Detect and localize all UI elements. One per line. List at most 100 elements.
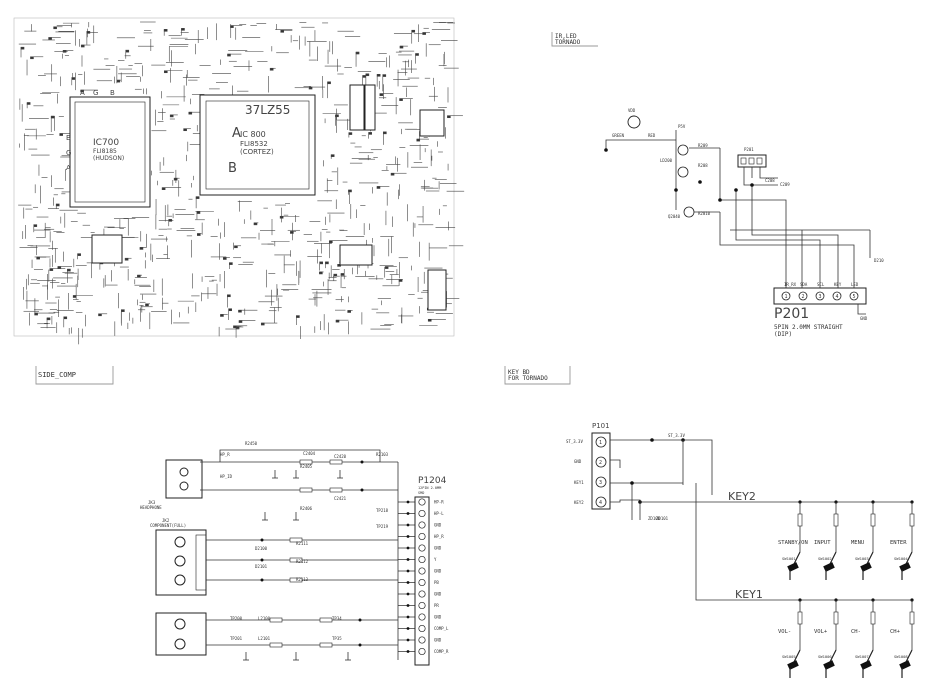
ir-led-title-2: TORNADO	[555, 39, 581, 46]
p201-pin	[832, 291, 842, 301]
key-sig-key2: KEY2	[574, 500, 584, 505]
ic800-label-b: B	[228, 161, 237, 176]
ic700-pin-b2: B	[66, 134, 71, 142]
p1204-pin	[418, 613, 426, 621]
sc-r2111-label: R2111	[296, 541, 309, 546]
p1204-pin-label: Y	[434, 557, 437, 562]
sc-tp34-label: TP34	[332, 616, 342, 621]
tact-switch-icon	[823, 649, 837, 678]
key-switch-ref: SW1007	[855, 654, 869, 659]
jk2-component-label: COMPONENT(FULL)	[150, 523, 186, 528]
p201-pin	[815, 291, 825, 301]
p1204-pin-label: PR	[434, 603, 439, 608]
ir-led-schematic: IR,LED TORNADO VDD GREEN RED P5V R209 LD…	[551, 32, 884, 338]
p1204-pin	[418, 509, 426, 518]
ic800-line-1: IC 800	[240, 130, 266, 139]
sc-l2100-label: L2100	[258, 616, 271, 621]
ir-vdd-label: VDD	[628, 108, 636, 113]
ir-connector-note-1: 5PIN 2.0MM STRAIGHT	[774, 324, 843, 331]
key-switch-ref: SW1006	[818, 654, 832, 659]
sc-tp35-label: TP35	[332, 636, 342, 641]
ir-led-title-1: IR,LED	[555, 33, 577, 40]
sc-d2100-label: D2100	[255, 546, 268, 551]
tact-switch-icon	[787, 551, 801, 580]
ir-c208-label: C208	[765, 178, 775, 183]
p201-pin-number: 2	[802, 294, 805, 300]
tact-switch-icon	[899, 551, 913, 580]
ir-d210-label: D210	[874, 258, 884, 263]
p1204-pin	[418, 636, 426, 644]
ir-connector-note-2: (DIP)	[774, 331, 792, 338]
p1204-pin-label: GND	[434, 638, 442, 643]
ir-p201-small-label: P201	[744, 147, 754, 152]
sc-r2405-label: R2405	[300, 464, 313, 469]
p201-pin	[849, 291, 859, 301]
key-bd-title-2: FOR TORNADO	[508, 375, 548, 382]
key-connector-p101: P101	[592, 422, 610, 430]
p1204-pin-label: GND	[434, 615, 442, 620]
key-zd101-label: ZD101	[656, 516, 669, 521]
ir-c209-label: C209	[780, 182, 790, 187]
ir-ld200-label: LD200	[660, 158, 673, 163]
p1204-pin-label: COMP_R	[434, 649, 449, 654]
ir-sig-sda: SDA	[800, 282, 808, 287]
sc-hpid-label: HP_ID	[220, 474, 233, 479]
p201-pin-number: 1	[785, 294, 788, 300]
sc-connector-note-2: SMD	[418, 491, 424, 495]
ic700-line-2: FLI8185	[93, 148, 117, 155]
ir-r208-label: R208	[698, 163, 708, 168]
key-sig-key1: KEY1	[574, 480, 584, 485]
p1204-pin	[418, 624, 426, 633]
key-switch-ref: SW1004	[894, 556, 908, 561]
tact-switch-icon	[823, 551, 837, 580]
key-button-label: MENU	[851, 540, 864, 546]
sc-r2112-label: R2112	[296, 559, 309, 564]
p101-pin-number: 2	[599, 460, 602, 466]
key-bd-title-1: KEY BD	[508, 369, 530, 376]
key-button-label: VOL-	[778, 629, 791, 635]
sc-r2103-label: R2103	[376, 452, 389, 457]
key-button-label: STANBY/ON	[778, 540, 808, 546]
ir-sig-irrx: IR_RX	[784, 282, 797, 287]
key-rail-label: ST_3.3V	[668, 433, 685, 438]
p101-pin-number: 4	[599, 500, 602, 506]
main-board-schematic: 37LZ55 A IC 800 FLI8532 (CORTEZ) B IC700…	[13, 17, 465, 345]
ic700-pin-a2: A	[66, 164, 71, 172]
sc-tp219-label: TP219	[376, 524, 389, 529]
p1204-pin	[418, 532, 426, 541]
ir-sig-led: LED	[851, 282, 859, 287]
sc-tp218-label: TP218	[376, 508, 389, 513]
p1204-pin	[418, 521, 426, 529]
sc-tp201-label: TP201	[230, 636, 243, 641]
ic700-pin-g2: G	[66, 149, 71, 157]
ic800-line-3: (CORTEZ)	[240, 148, 274, 156]
ic700-pin-a: A	[80, 89, 85, 97]
p1204-pin	[418, 601, 426, 610]
tact-switch-icon	[860, 551, 874, 580]
key-bus-key1: KEY1	[735, 588, 763, 601]
ir-connector-p201: P201	[774, 306, 809, 322]
tact-switch-icon	[787, 649, 801, 678]
key-zd100-label: ZD100	[648, 516, 661, 521]
p1204-pin-label: PB	[434, 580, 439, 585]
sc-r2450-label: R2450	[245, 441, 258, 446]
p1204-pin-label: HP_R	[434, 534, 444, 539]
p101-pin	[595, 436, 607, 448]
sc-c2421-label: C2421	[334, 496, 347, 501]
ir-gnd-label: GND	[860, 316, 868, 321]
ir-red-label: RED	[648, 133, 656, 138]
sc-d2101-label: D2101	[255, 564, 268, 569]
p101-pin	[595, 496, 607, 508]
key-sig-gnd: GND	[574, 459, 582, 464]
key-button-label: ENTER	[890, 540, 907, 546]
side-comp-title: SIDE_COMP	[38, 371, 76, 379]
ic700-pin-g: G	[93, 89, 98, 97]
sc-c2404-label: C2404	[303, 451, 316, 456]
sc-r2113-label: R2113	[296, 577, 309, 582]
side-comp-schematic: SIDE_COMP JK3 HEADPHONE JK2 COMPONENT(FU…	[35, 366, 449, 666]
ir-green-label: GREEN	[612, 133, 625, 138]
p1204-pin-label: GND	[434, 546, 442, 551]
jk2-label: JK2	[162, 518, 170, 523]
